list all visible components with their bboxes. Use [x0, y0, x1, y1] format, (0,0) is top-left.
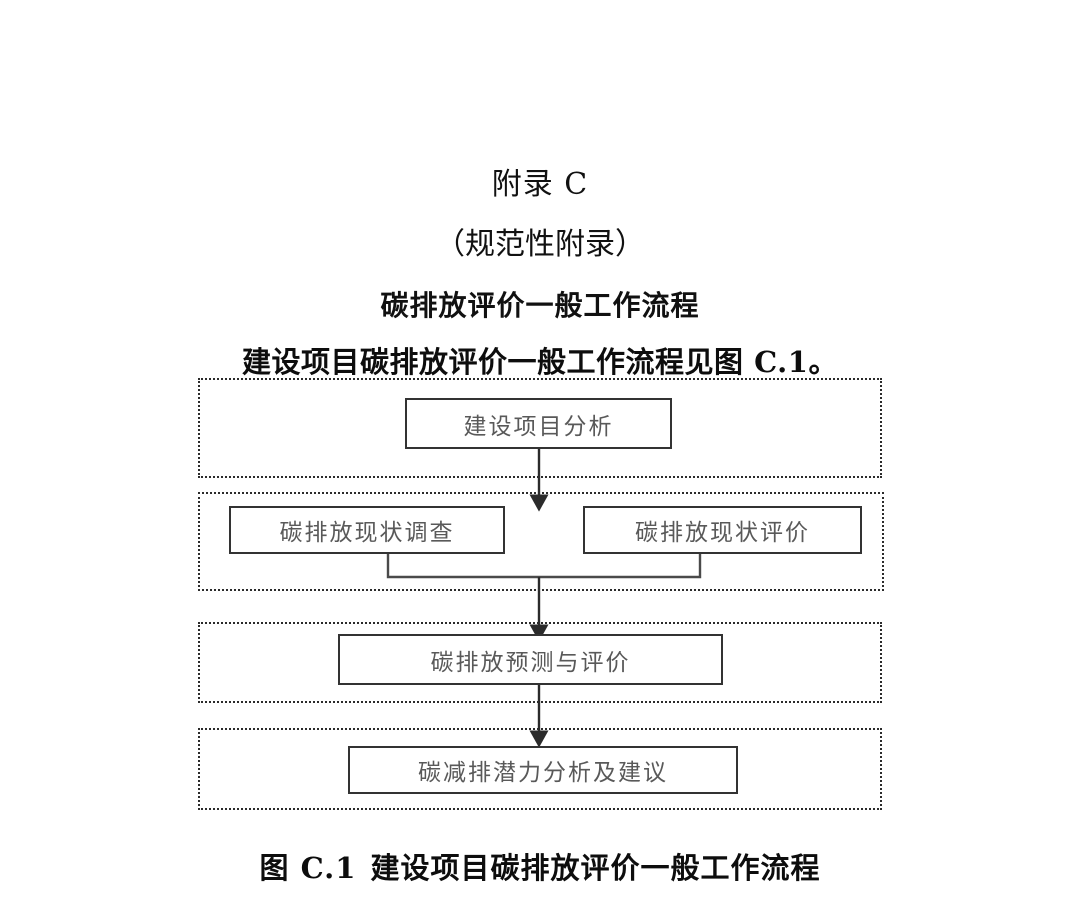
normative-label: （规范性附录） — [435, 227, 645, 262]
flow-node-label: 建设项目分析 — [463, 413, 614, 440]
flow-node-project-analysis[interactable]: 建设项目分析 — [405, 398, 672, 449]
figure-caption: 图 C.1 建设项目碳排放评价一般工作流程 — [0, 845, 1080, 887]
flow-node-emission-forecast-assessment[interactable]: 碳排放预测与评价 — [338, 634, 723, 685]
section-title: 碳排放评价一般工作流程 — [380, 289, 700, 322]
figure-caption-text: 建设项目碳排放评价一般工作流程 — [370, 851, 821, 885]
flow-node-emission-status-assessment[interactable]: 碳排放现状评价 — [583, 506, 862, 554]
appendix-label: 附录 C — [491, 167, 589, 202]
flow-node-label: 碳排放预测与评价 — [430, 649, 631, 676]
flow-node-reduction-potential-recommendation[interactable]: 碳减排潜力分析及建议 — [348, 746, 738, 794]
flowchart: 建设项目分析 碳排放现状调查 碳排放现状评价 碳排放预测与评价 碳减排潜力分析及… — [198, 378, 884, 810]
flow-node-label: 碳排放现状调查 — [279, 520, 455, 546]
lead-paragraph: 建设项目碳排放评价一般工作流程见图 C.1。 — [242, 345, 838, 379]
flow-node-label: 碳排放现状评价 — [635, 520, 810, 546]
flow-node-emission-status-survey[interactable]: 碳排放现状调查 — [229, 506, 505, 554]
appendix-heading-block: 附录 C （规范性附录） 碳排放评价一般工作流程 建设项目碳排放评价一般工作流程… — [0, 162, 1080, 384]
flow-node-label: 碳减排潜力分析及建议 — [418, 760, 668, 786]
figure-caption-number: 图 C.1 — [259, 851, 357, 885]
